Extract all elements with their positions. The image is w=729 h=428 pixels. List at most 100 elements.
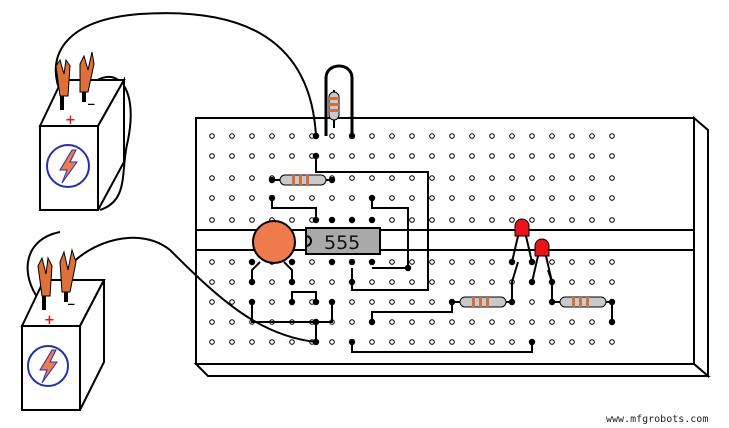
breadboard-hole xyxy=(429,299,435,305)
breadboard-hole xyxy=(229,195,235,201)
breadboard-hole xyxy=(569,319,575,325)
breadboard-hole xyxy=(429,279,435,285)
breadboard-hole xyxy=(489,153,495,159)
resistor-top xyxy=(272,174,332,186)
breadboard-hole xyxy=(489,195,495,201)
breadboard-hole xyxy=(609,153,615,159)
breadboard-hole xyxy=(469,195,475,201)
breadboard-hole xyxy=(449,175,455,181)
breadboard-hole xyxy=(609,279,615,285)
breadboard-hole xyxy=(269,133,275,139)
breadboard-hole xyxy=(369,299,375,305)
breadboard-hole xyxy=(229,259,235,265)
breadboard-hole xyxy=(489,217,495,223)
breadboard-hole xyxy=(209,259,215,265)
breadboard-hole xyxy=(389,175,395,181)
connection-dot xyxy=(328,216,336,224)
breadboard-hole xyxy=(429,153,435,159)
battery-top: + _ xyxy=(38,51,126,211)
breadboard-hole xyxy=(249,195,255,201)
lightning-icon xyxy=(39,349,58,384)
breadboard-hole xyxy=(249,339,255,345)
breadboard-hole xyxy=(449,153,455,159)
breadboard-hole xyxy=(249,133,255,139)
breadboard-hole xyxy=(549,339,555,345)
breadboard-hole xyxy=(589,195,595,201)
breadboard-hole xyxy=(609,195,615,201)
breadboard-hole xyxy=(589,217,595,223)
breadboard-hole xyxy=(389,339,395,345)
breadboard-hole xyxy=(469,319,475,325)
breadboard-hole xyxy=(489,259,495,265)
breadboard-hole xyxy=(409,175,415,181)
breadboard-hole xyxy=(609,217,615,223)
breadboard-hole xyxy=(569,133,575,139)
breadboard-hole xyxy=(549,259,555,265)
breadboard-hole xyxy=(369,339,375,345)
connection-dot xyxy=(348,258,356,266)
breadboard-hole xyxy=(409,133,415,139)
breadboard-hole xyxy=(569,259,575,265)
breadboard-hole xyxy=(429,133,435,139)
breadboard-hole xyxy=(529,319,535,325)
breadboard-hole xyxy=(589,319,595,325)
breadboard-hole xyxy=(529,195,535,201)
connection-dot xyxy=(368,216,376,224)
breadboard-hole xyxy=(429,319,435,325)
alligator-clip xyxy=(37,256,53,297)
breadboard-hole xyxy=(549,153,555,159)
breadboard-hole xyxy=(429,217,435,223)
breadboard-hole xyxy=(449,259,455,265)
breadboard-hole xyxy=(229,279,235,285)
breadboard-hole xyxy=(389,133,395,139)
breadboard-hole xyxy=(309,279,315,285)
breadboard-hole xyxy=(529,299,535,305)
breadboard-hole xyxy=(489,339,495,345)
breadboard-hole xyxy=(229,175,235,181)
breadboard-hole xyxy=(449,195,455,201)
breadboard-hole xyxy=(289,339,295,345)
breadboard-hole xyxy=(409,319,415,325)
breadboard-hole xyxy=(429,259,435,265)
breadboard-hole xyxy=(329,153,335,159)
breadboard-hole xyxy=(509,195,515,201)
chip-555: 555 xyxy=(305,227,381,255)
breadboard-hole xyxy=(589,153,595,159)
breadboard-hole xyxy=(389,217,395,223)
breadboard-hole xyxy=(449,319,455,325)
breadboard-hole xyxy=(469,175,475,181)
breadboard-hole xyxy=(249,153,255,159)
breadboard-hole xyxy=(529,175,535,181)
breadboard-hole xyxy=(469,153,475,159)
breadboard-hole xyxy=(209,175,215,181)
breadboard-hole xyxy=(269,339,275,345)
wires xyxy=(26,12,613,353)
breadboard-hole xyxy=(209,299,215,305)
breadboard-hole xyxy=(509,175,515,181)
connection-dot xyxy=(248,258,256,266)
breadboard-hole xyxy=(449,279,455,285)
breadboard-hole xyxy=(429,339,435,345)
breadboard-hole xyxy=(569,175,575,181)
breadboard-hole xyxy=(409,279,415,285)
breadboard-hole xyxy=(409,299,415,305)
breadboard-hole xyxy=(509,339,515,345)
breadboard-hole xyxy=(609,133,615,139)
breadboard-hole xyxy=(349,319,355,325)
breadboard-hole xyxy=(329,279,335,285)
watermark: www.mfgrobots.com xyxy=(606,414,708,425)
breadboard-hole xyxy=(209,195,215,201)
breadboard-hole xyxy=(389,299,395,305)
led-1 xyxy=(511,218,533,263)
breadboard-hole xyxy=(229,153,235,159)
breadboard-hole xyxy=(569,195,575,201)
breadboard-hole xyxy=(569,153,575,159)
breadboard-hole xyxy=(509,133,515,139)
breadboard-hole xyxy=(469,259,475,265)
breadboard-hole xyxy=(389,195,395,201)
breadboard-hole xyxy=(229,299,235,305)
breadboard-hole xyxy=(209,319,215,325)
breadboard-hole xyxy=(349,195,355,201)
breadboard-hole xyxy=(289,153,295,159)
